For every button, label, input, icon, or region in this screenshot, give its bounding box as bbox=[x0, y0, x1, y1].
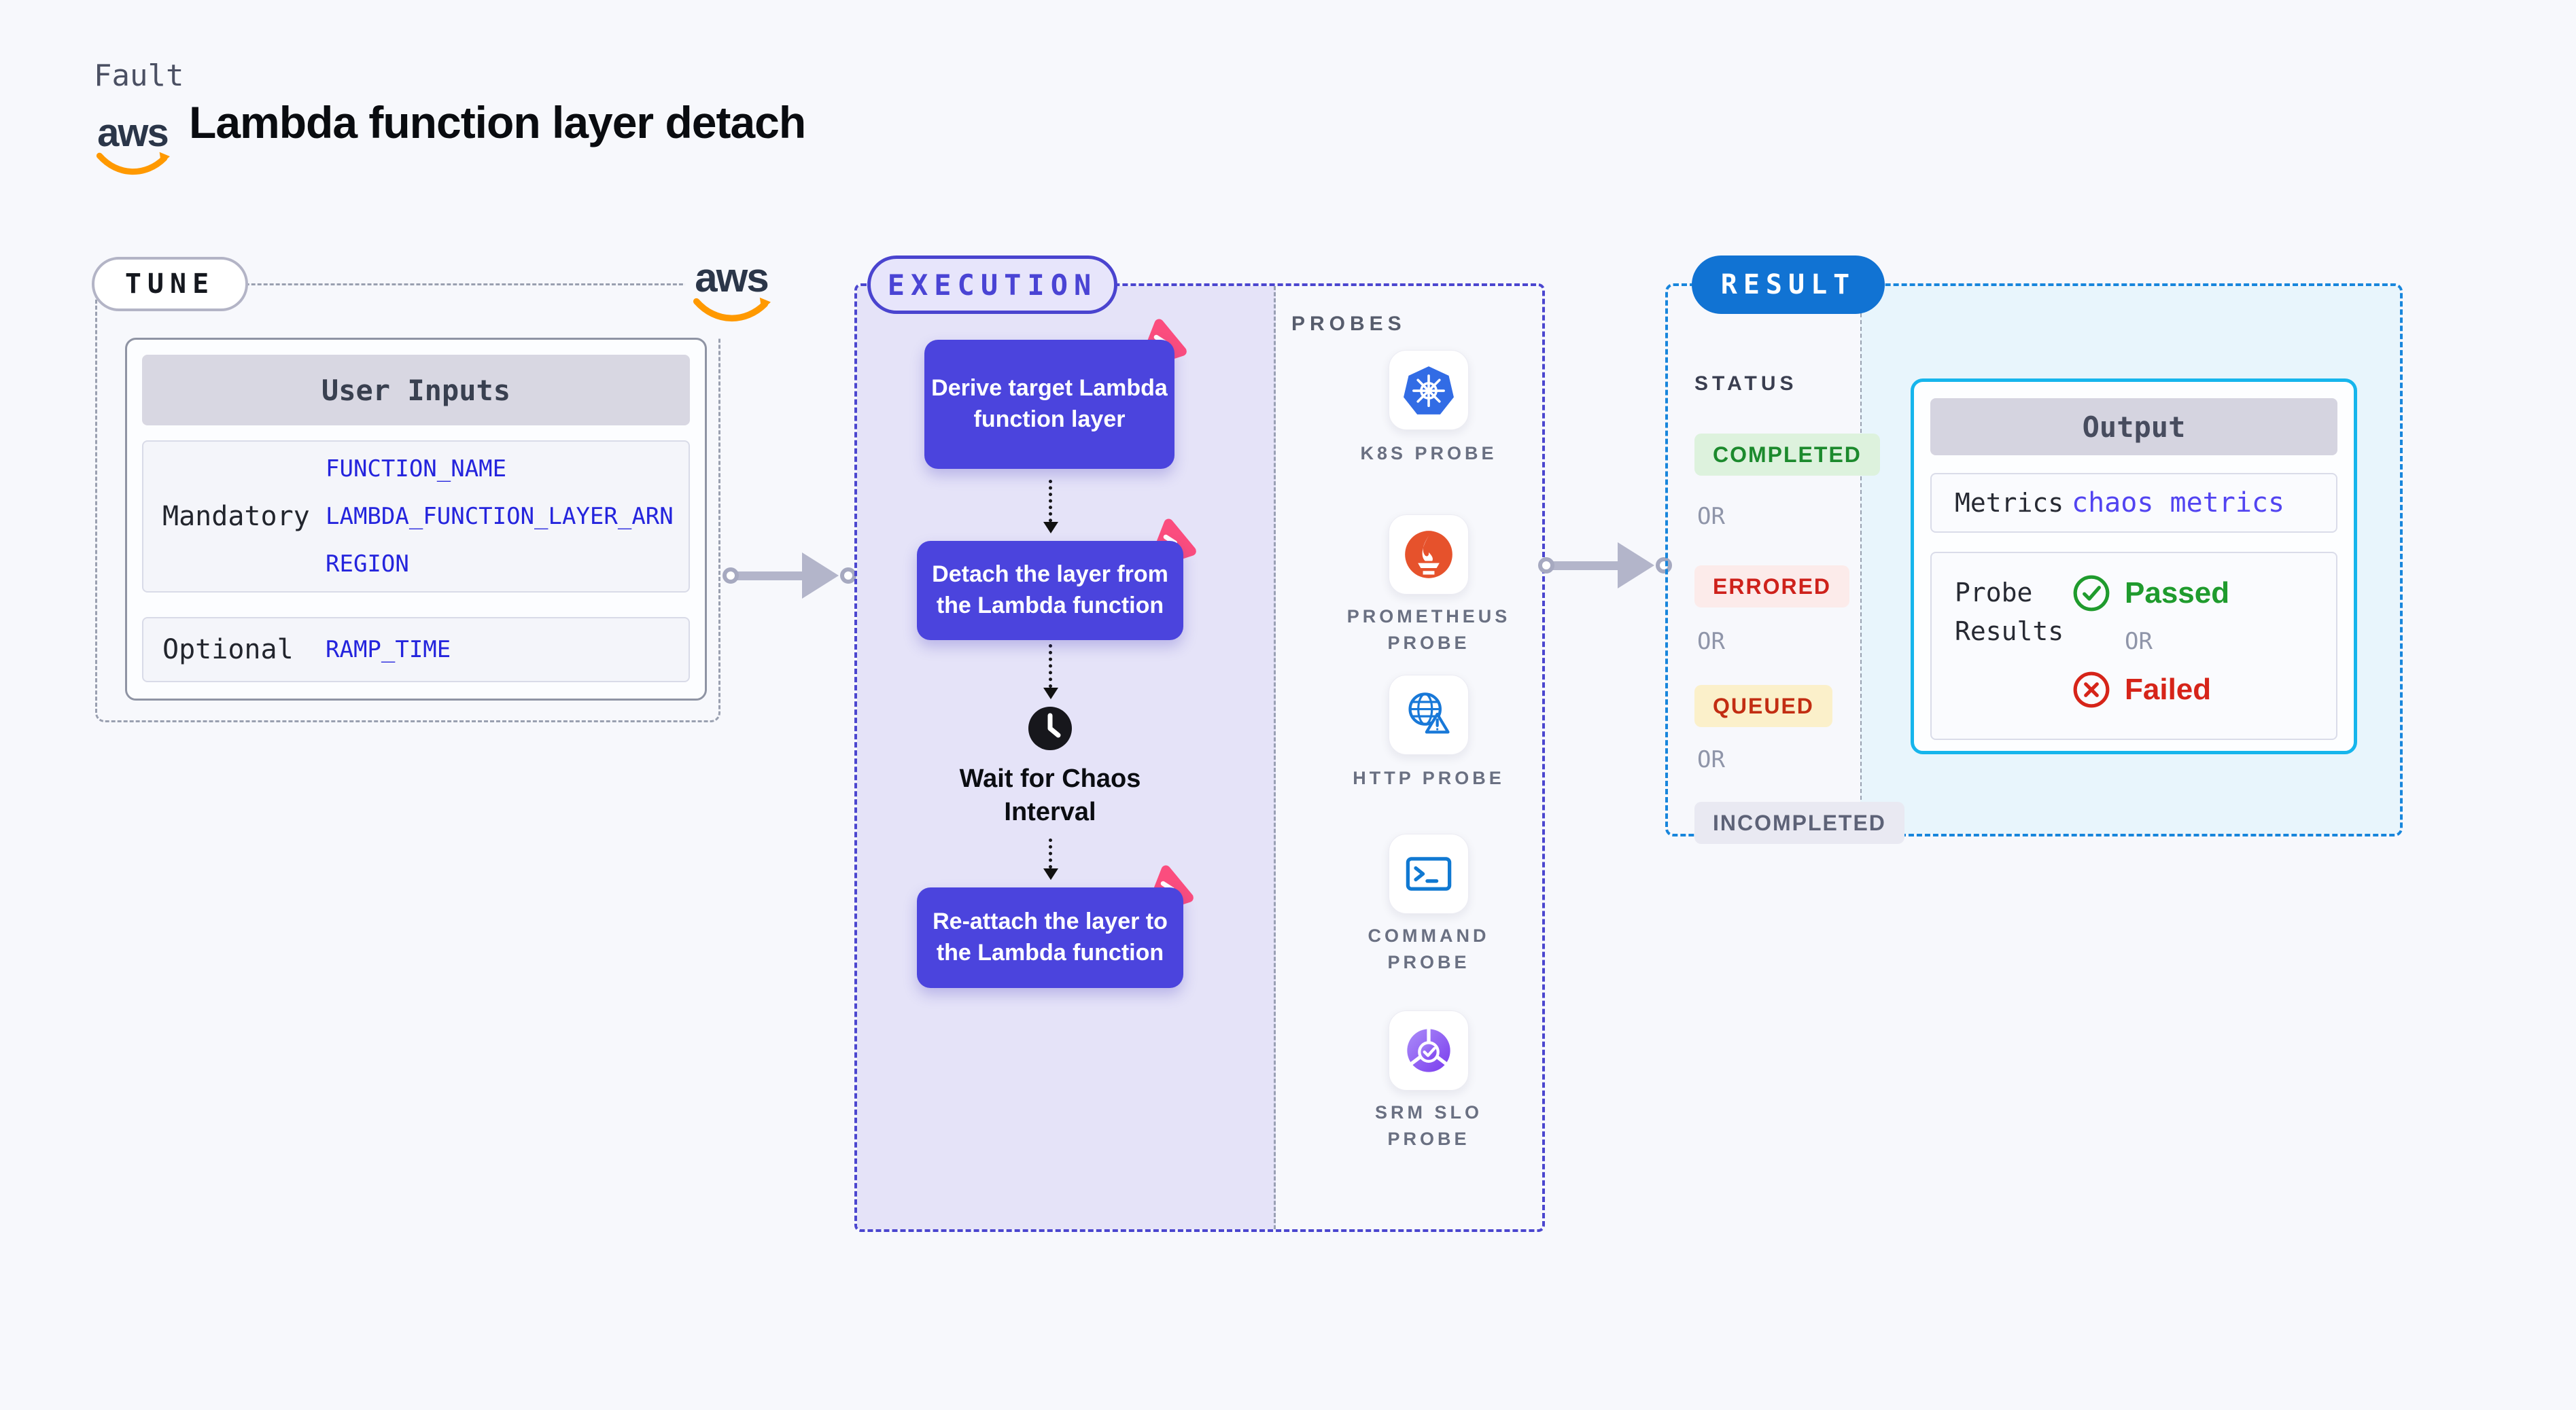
probes-heading: PROBES bbox=[1291, 313, 1406, 335]
probe-label-line: SRM SLO bbox=[1374, 1102, 1482, 1123]
wait-line: Interval bbox=[1004, 798, 1096, 827]
aws-smile-icon bbox=[693, 297, 771, 322]
result-badge: RESULT bbox=[1692, 255, 1885, 314]
status-or-label: OR bbox=[1697, 503, 1725, 530]
probe-label-line: PROBE bbox=[1387, 633, 1470, 654]
input-value: REGION bbox=[326, 550, 409, 578]
execution-badge: EXECUTION bbox=[867, 255, 1117, 314]
status-badge-completed: COMPLETED bbox=[1694, 434, 1880, 476]
tune-section-box bbox=[95, 283, 720, 722]
execution-step-derive: Derive target Lambda function layer bbox=[924, 340, 1174, 469]
probe-label-prometheus: PROMETHEUS PROBE bbox=[1327, 603, 1531, 656]
probe-card-http bbox=[1389, 675, 1469, 755]
probe-label-line: PROMETHEUS bbox=[1346, 606, 1511, 627]
probe-card-k8s bbox=[1389, 350, 1469, 430]
row-label: Optional bbox=[162, 634, 294, 665]
flow-arrow-execution-to-result bbox=[1538, 542, 1672, 588]
step-text: Re-attach the layer to bbox=[933, 909, 1168, 935]
output-header: Output bbox=[1930, 398, 2337, 455]
flow-arrow-tune-to-execution bbox=[723, 552, 856, 599]
output-row-metrics: Metrics chaos metrics bbox=[1930, 473, 2337, 533]
row-values: FUNCTION_NAME LAMBDA_FUNCTION_LAYER_ARN … bbox=[326, 455, 674, 578]
user-inputs-table: User Inputs Mandatory FUNCTION_NAME LAMB… bbox=[125, 338, 707, 701]
row-label: Mandatory bbox=[162, 501, 310, 532]
output-row-probe-results: Probe Results Passed OR Failed bbox=[1930, 552, 2337, 740]
wait-line: Wait for Chaos bbox=[959, 764, 1141, 793]
probe-label-command: COMMAND PROBE bbox=[1327, 923, 1531, 976]
passed-label: Passed bbox=[2125, 576, 2230, 610]
srm-slo-icon bbox=[1407, 1028, 1450, 1072]
metrics-label: Metrics bbox=[1955, 488, 2064, 518]
probe-label-k8s: K8S PROBE bbox=[1327, 440, 1531, 467]
output-table: Output Metrics chaos metrics Probe Resul… bbox=[1911, 378, 2357, 754]
output-or-label: OR bbox=[2125, 628, 2153, 655]
metrics-value: chaos metrics bbox=[2072, 487, 2285, 518]
dotted-arrow-down bbox=[1043, 644, 1058, 699]
aws-logo-tune: aws bbox=[685, 245, 778, 337]
aws-logo: aws bbox=[88, 111, 177, 175]
prometheus-icon bbox=[1405, 531, 1452, 578]
probe-card-command bbox=[1389, 834, 1469, 914]
aws-logo-text: aws bbox=[97, 111, 169, 155]
user-inputs-header: User Inputs bbox=[142, 355, 690, 425]
dotted-arrow-down bbox=[1043, 839, 1058, 880]
probe-label-srm-slo: SRM SLO PROBE bbox=[1327, 1099, 1531, 1152]
row-values: RAMP_TIME bbox=[326, 636, 451, 663]
probe-card-prometheus bbox=[1389, 514, 1469, 595]
status-or-label: OR bbox=[1697, 628, 1725, 655]
table-row-optional: Optional RAMP_TIME bbox=[142, 617, 690, 682]
failed-result: Failed bbox=[2072, 670, 2229, 709]
page-title: Lambda function layer detach bbox=[189, 97, 806, 147]
fault-eyebrow: Fault bbox=[94, 58, 184, 93]
aws-logo-text: aws bbox=[695, 255, 769, 300]
tune-badge: TUNE bbox=[92, 257, 248, 311]
check-circle-icon bbox=[2073, 575, 2110, 612]
aws-smile-icon bbox=[96, 152, 170, 175]
probe-results-label: Probe Results bbox=[1955, 578, 2064, 646]
step-text: Detach the layer from bbox=[932, 561, 1168, 588]
input-value: RAMP_TIME bbox=[326, 636, 451, 663]
probe-results-values: Passed OR Failed bbox=[2072, 553, 2229, 739]
table-row-mandatory: Mandatory FUNCTION_NAME LAMBDA_FUNCTION_… bbox=[142, 440, 690, 593]
probe-label-line: COMMAND bbox=[1368, 926, 1490, 946]
status-heading: STATUS bbox=[1694, 372, 1798, 395]
dotted-arrow-down bbox=[1043, 480, 1058, 533]
step-text: the Lambda function bbox=[936, 593, 1164, 618]
execution-step-detach: Detach the layer from the Lambda functio… bbox=[917, 541, 1183, 640]
probe-card-srm-slo bbox=[1389, 1010, 1469, 1091]
x-circle-icon bbox=[2073, 671, 2110, 708]
status-badge-errored: ERRORED bbox=[1694, 565, 1850, 607]
probe-label-line: HTTP PROBE bbox=[1353, 768, 1505, 788]
input-value: FUNCTION_NAME bbox=[326, 455, 507, 482]
probe-label-line: PROBE bbox=[1387, 1129, 1470, 1150]
status-badge-incompleted: INCOMPLETED bbox=[1694, 802, 1904, 844]
command-terminal-icon bbox=[1406, 857, 1452, 891]
input-value: LAMBDA_FUNCTION_LAYER_ARN bbox=[326, 503, 674, 530]
status-or-label: OR bbox=[1697, 746, 1725, 773]
step-text: function layer bbox=[973, 406, 1126, 432]
passed-result: Passed bbox=[2072, 574, 2229, 613]
kubernetes-icon bbox=[1404, 366, 1454, 415]
probe-label-http: HTTP PROBE bbox=[1327, 765, 1531, 792]
http-globe-icon bbox=[1408, 692, 1450, 734]
status-badge-queued: QUEUED bbox=[1694, 685, 1832, 727]
step-text: Derive target Lambda bbox=[931, 375, 1168, 402]
step-text: the Lambda function bbox=[936, 940, 1164, 966]
clock-icon bbox=[1028, 707, 1072, 750]
probe-label-line: PROBE bbox=[1387, 952, 1470, 973]
failed-label: Failed bbox=[2125, 673, 2212, 706]
probe-label-line: K8S PROBE bbox=[1360, 443, 1497, 463]
execution-step-reattach: Re-attach the layer to the Lambda functi… bbox=[917, 887, 1183, 988]
wait-for-chaos-label: Wait for Chaos Interval bbox=[941, 762, 1159, 830]
